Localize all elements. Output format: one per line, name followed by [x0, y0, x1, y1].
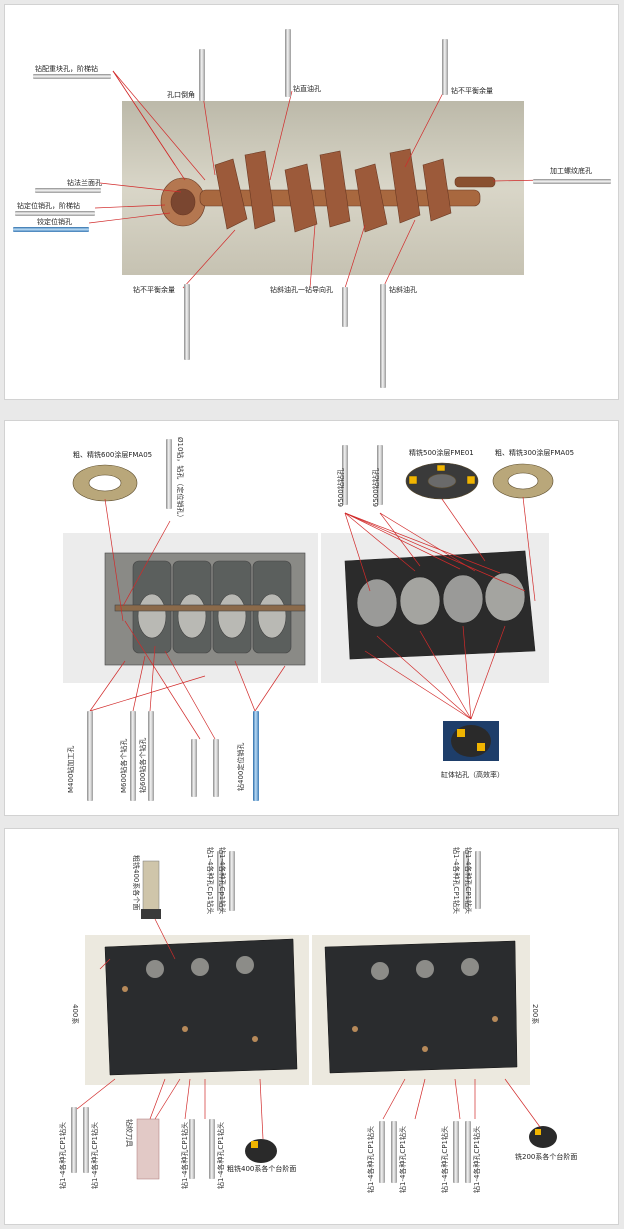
- stepped-drill-tool: [33, 74, 111, 79]
- label-mill-fme01: 精铣500涂层FME01: [409, 449, 474, 457]
- label-rough-mill-left: 粗、精铣600涂层FMA05: [73, 451, 153, 459]
- bottom-mid-drill-b-tool: [209, 1119, 215, 1179]
- label-bottom-mid-a: 钻1-4各种孔CP1钻头: [181, 1122, 189, 1189]
- label-pin-ream: 钻400定位销孔: [237, 742, 245, 791]
- engine-block-panel: 粗铣400系各个面 钻1-4各种孔Cp1钻头 钻1-4各种孔Cp1钻头 钻1-4…: [4, 828, 619, 1225]
- label-block-left: 400系: [71, 1004, 79, 1025]
- unbalance-drill-tool-bottom: [184, 284, 190, 360]
- label-ream-pin: 铰定位销孔: [37, 218, 72, 226]
- cylinder-block-photos: [63, 462, 554, 761]
- label-top-right-a: 钻1-4各种孔CP1钻头: [452, 847, 460, 914]
- bottom-right-drill-d-tool: [465, 1121, 471, 1183]
- label-chamfer: 孔口倒角: [167, 91, 195, 99]
- label-top-mill: 粗铣400系各个面: [132, 855, 140, 911]
- label-m400-drill: M400钻加工孔: [67, 745, 75, 793]
- label-mill-200: 铣200系各个台阶面: [515, 1153, 578, 1161]
- top-right-drill-a-tool: [463, 851, 469, 909]
- pin-drill-tool: [15, 211, 95, 216]
- label-block-right: 200系: [531, 1004, 539, 1025]
- m600-drill-tool: [130, 711, 136, 801]
- label-drill-counterweight: 钻配重块孔，阶梯钻: [35, 65, 98, 73]
- label-drill-second-hole: 钻法兰面孔: [67, 179, 102, 187]
- label-drill-pin-step: 钻定位销孔，阶梯钻: [17, 202, 80, 210]
- unbalance-drill-tool-top: [442, 39, 448, 95]
- label-drill-6500-a: 6500钻钻孔: [337, 468, 345, 507]
- label-drill-oil-hole: 钻直油孔: [293, 85, 321, 93]
- top-left-drill-a-tool: [217, 851, 223, 911]
- locating-drill-tool: [166, 439, 172, 509]
- label-step-tool: 钻绞刀具: [125, 1119, 133, 1147]
- label-bottom-mid-b: 钻1-4各种孔CP1钻头: [217, 1122, 225, 1189]
- top-right-drill-b-tool: [475, 851, 481, 909]
- m400-drill-tool: [87, 711, 93, 801]
- drill-600-tool: [148, 711, 154, 801]
- oil-hole-drill-tool: [285, 29, 291, 97]
- label-drill-unbalance-bottom: 钻不平衡余量: [133, 286, 175, 294]
- label-rough-mill-right: 粗、精铣300涂层FMA05: [495, 449, 575, 457]
- label-boring: 缸体钻孔（高效率）: [441, 771, 504, 779]
- small-drill-b-tool: [213, 739, 219, 797]
- thread-drill-tool: [533, 179, 611, 184]
- cylinder-block-panel: 粗、精铣600涂层FMA05 Ø10钻，钻孔（定位销孔） 6500钻钻孔 650…: [4, 420, 619, 816]
- label-top-right-b: 钻1-4各种孔CP1钻头: [464, 847, 472, 914]
- pin-ream-blue-tool: [253, 711, 259, 801]
- bottom-left-drill-a-tool: [71, 1107, 77, 1173]
- bottom-right-drill-b-tool: [391, 1121, 397, 1183]
- label-bottom-right-a: 钻1-4各种孔CP1钻头: [367, 1126, 375, 1193]
- bottom-left-drill-b-tool: [83, 1107, 89, 1173]
- label-bottom-right-c: 钻1-4各种孔CP1钻头: [441, 1126, 449, 1193]
- bottom-right-drill-c-tool: [453, 1121, 459, 1183]
- chamfer-tool: [199, 49, 205, 101]
- label-thread-hole: 加工螺纹底孔: [550, 167, 592, 175]
- bottom-right-drill-a-tool: [379, 1121, 385, 1183]
- top-left-drill-b-tool: [229, 851, 235, 911]
- label-bottom-right-b: 钻1-4各种孔CP1钻头: [399, 1126, 407, 1193]
- label-bottom-left-b: 钻1-4各种孔CP1钻头: [91, 1122, 99, 1189]
- label-mill-400: 粗铣400系各个台阶面: [227, 1165, 297, 1173]
- flange-drill-tool: [35, 188, 101, 193]
- label-m600-drill: M600钻各个钻孔: [120, 738, 128, 793]
- bottom-mid-drill-a-tool: [189, 1119, 195, 1179]
- drill-6500-b-tool: [377, 445, 383, 505]
- engine-block-photos: [76, 860, 557, 1180]
- slant-oil-drill-tool: [380, 284, 386, 388]
- label-top-left-a: 钻1-4各种孔Cp1钻头: [206, 847, 214, 915]
- label-top-left-b: 钻1-4各种孔Cp1钻头: [218, 847, 226, 915]
- label-locating-drill: Ø10钻，钻孔（定位销孔）: [176, 437, 184, 522]
- label-drill-6500-b: 6500钻钻孔: [372, 468, 380, 507]
- label-bottom-left-a: 钻1-4各种孔CP1钻头: [59, 1122, 67, 1189]
- guide-drill-tool: [342, 287, 348, 327]
- label-drill-600: 钻600钻各个钻孔: [139, 737, 147, 793]
- crankshaft-photo: [88, 70, 547, 289]
- small-drill-a-tool: [191, 739, 197, 797]
- crankshaft-panel: 钻配重块孔，阶梯钻 孔口倒角 钻直油孔 钻不平衡余量 钻法兰面孔 钻定位销孔，阶…: [4, 4, 619, 400]
- label-bottom-right-d: 钻1-4各种孔CP1钻头: [473, 1126, 481, 1193]
- pin-ream-tool: [13, 227, 89, 232]
- label-drill-slant-oil: 钻斜油孔: [389, 286, 417, 294]
- drill-6500-a-tool: [342, 445, 348, 505]
- label-drill-unbalance-top: 钻不平衡余量: [451, 87, 493, 95]
- label-drill-slant-guide: 钻斜油孔一钻导向孔: [270, 286, 333, 294]
